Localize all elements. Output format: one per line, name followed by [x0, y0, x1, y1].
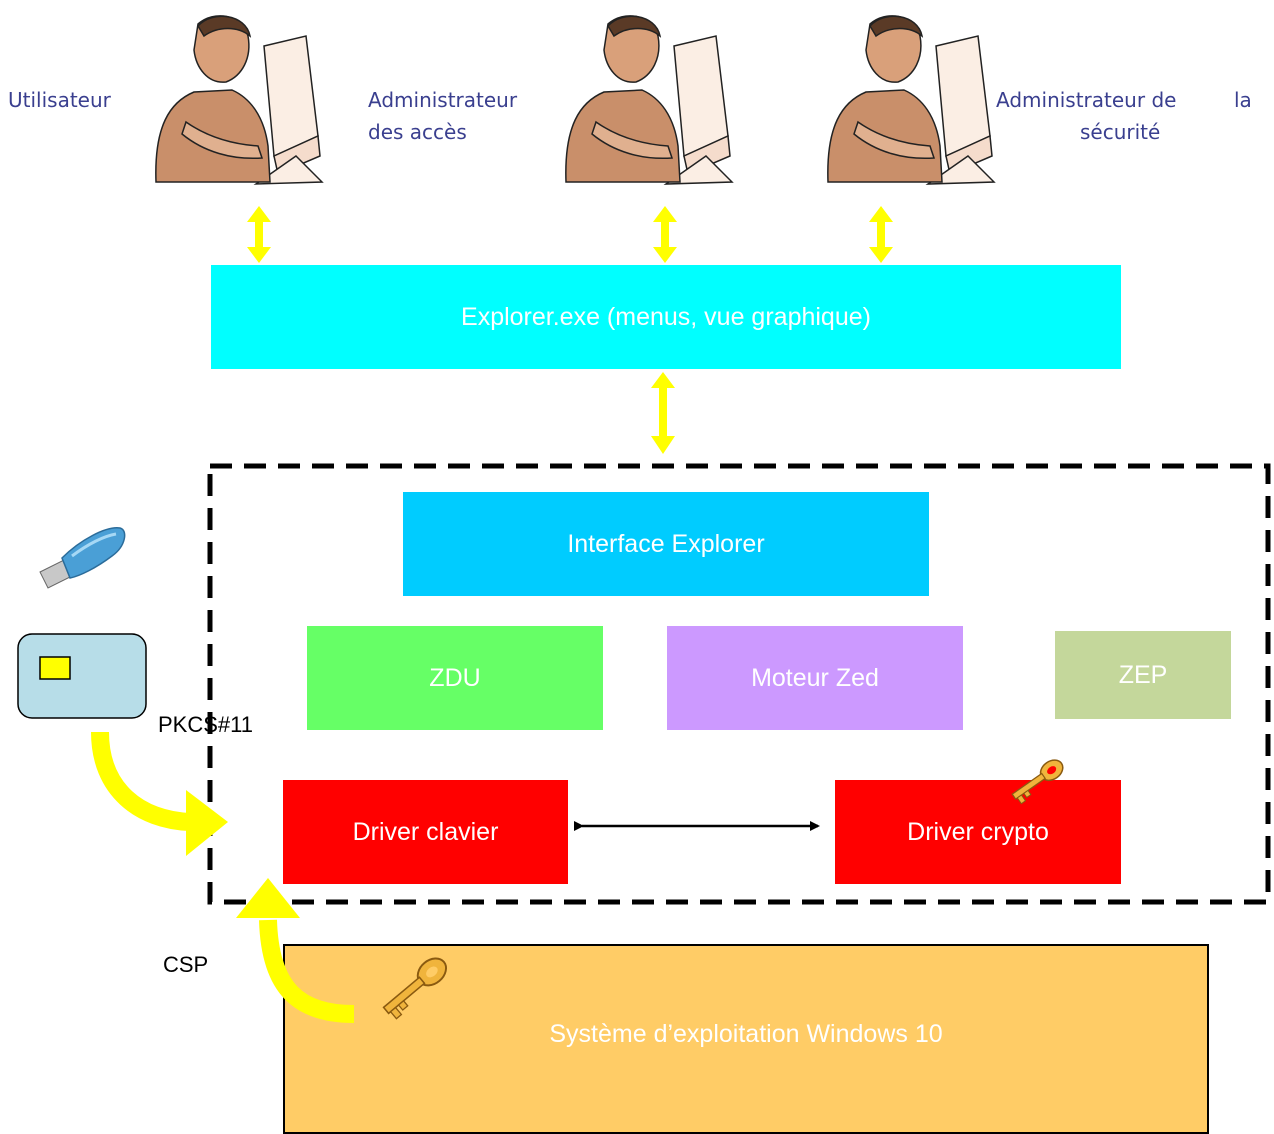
usb-key-icon: [39, 527, 126, 589]
driver-clavier-label: Driver clavier: [352, 817, 499, 846]
user-person-icon: [155, 15, 324, 185]
security-admin-person-icon: [827, 15, 996, 185]
dashed-boundary: [207, 463, 1271, 905]
explorer-exe-label: Explorer.exe (menus, vue graphique): [461, 302, 871, 331]
role-label-access-admin-line1: Administrateur: [368, 88, 518, 112]
driver-crypto-label: Driver crypto: [907, 817, 1049, 846]
interface-explorer-box: Interface Explorer: [403, 492, 929, 596]
zdu-label: ZDU: [429, 663, 481, 692]
role-label-access-admin: Administrateur des accès: [368, 84, 517, 148]
key-icon-windows: [382, 957, 447, 1020]
pkcs-label: PKCS#11: [158, 712, 253, 737]
arrow-os-to-driver: [236, 878, 355, 1023]
interface-explorer-label: Interface Explorer: [567, 529, 765, 558]
moteur-zed-box: Moteur Zed: [667, 626, 963, 730]
key-icon-driver-crypto: [1011, 759, 1064, 805]
zep-box: ZEP: [1055, 631, 1231, 719]
role-label-security-admin-line1a: Administrateur de: [996, 88, 1177, 112]
zdu-box: ZDU: [307, 626, 603, 730]
driver-clavier-box: Driver clavier: [283, 780, 568, 884]
role-label-security-admin-line2: sécurité: [1080, 120, 1161, 144]
access-admin-person-icon: [565, 15, 734, 185]
smart-card-icon: [17, 633, 147, 719]
moteur-zed-label: Moteur Zed: [751, 663, 879, 692]
windows-os-label: Système d’exploitation Windows 10: [549, 1019, 943, 1048]
role-label-security-admin-line1b: la: [1234, 88, 1252, 112]
csp-label: CSP: [163, 952, 209, 977]
role-label-access-admin-line2: des accès: [368, 120, 467, 144]
role-label-user: Utilisateur: [8, 88, 111, 112]
arrow-card-to-driver: [91, 731, 228, 856]
zep-label: ZEP: [1118, 660, 1168, 689]
explorer-exe-box: Explorer.exe (menus, vue graphique): [211, 265, 1121, 369]
driver-crypto-box: Driver crypto: [835, 780, 1121, 884]
arrow-explorer-to-interface: [651, 372, 675, 454]
arrow-user-to-explorer: [247, 206, 271, 263]
arrow-security-admin-to-explorer: [869, 206, 893, 263]
arrow-access-admin-to-explorer: [653, 206, 677, 263]
